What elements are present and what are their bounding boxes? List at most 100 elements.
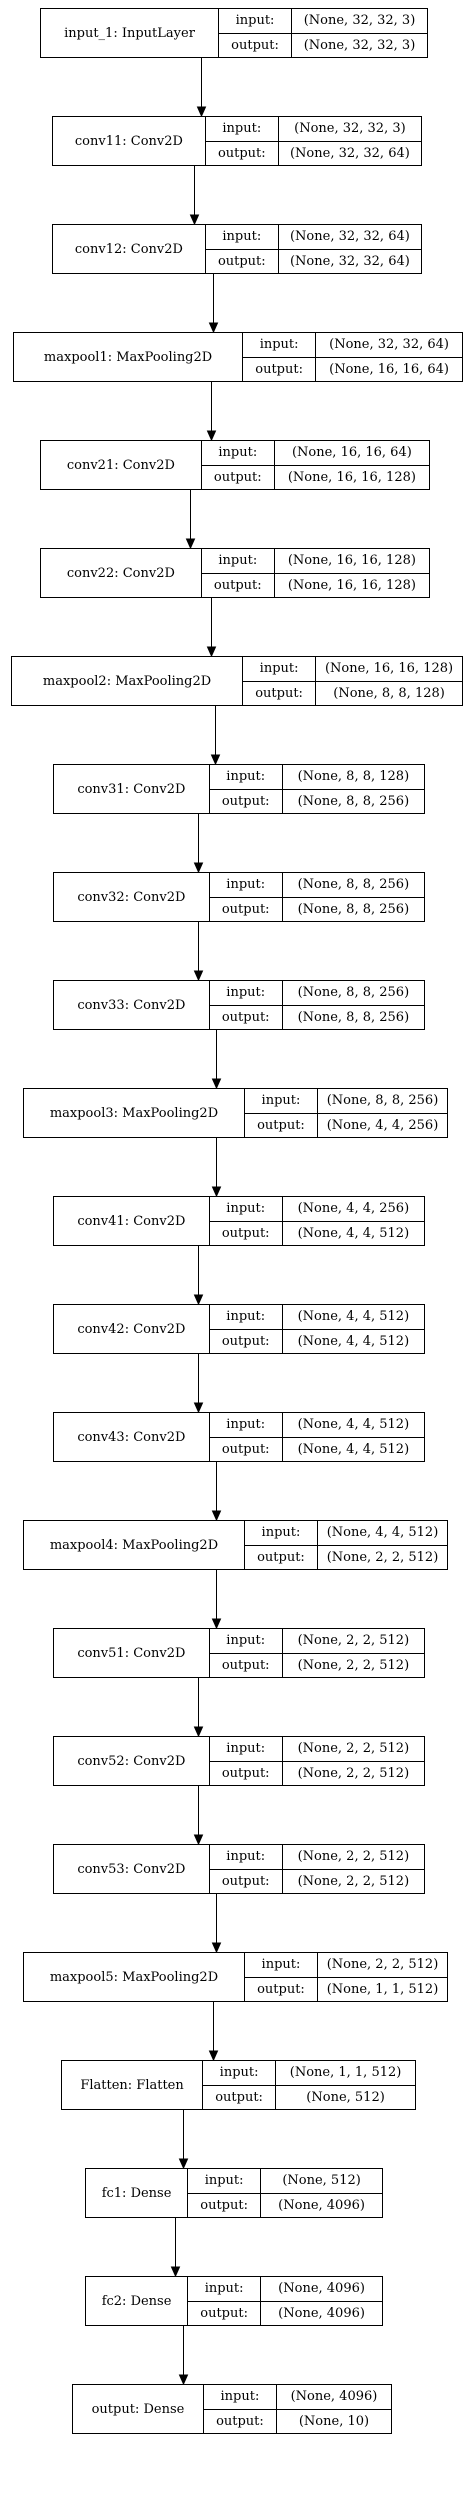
output-row: output:(None, 4, 4, 256)	[244, 1112, 447, 1137]
arrowhead-icon	[211, 1078, 222, 1090]
input-row: input:(None, 32, 32, 64)	[243, 333, 462, 357]
input-shape: (None, 32, 32, 64)	[289, 229, 410, 245]
output-shape: (None, 8, 8, 256)	[297, 793, 410, 809]
output-row: output:(None, 16, 16, 128)	[201, 572, 429, 597]
input-shape: (None, 2, 2, 512)	[326, 1957, 439, 1973]
output-shape: (None, 8, 8, 256)	[297, 1009, 410, 1025]
input-label: input:	[210, 1197, 283, 1221]
output-shape: (None, 4096)	[278, 2305, 365, 2321]
layer-name: conv22: Conv2D	[41, 549, 202, 597]
input-shape: (None, 32, 32, 3)	[294, 121, 406, 137]
output-shape: (None, 8, 8, 256)	[297, 901, 410, 917]
output-label: output:	[243, 681, 317, 705]
output-shape: (None, 16, 16, 64)	[329, 361, 449, 377]
arrowhead-icon	[211, 1186, 222, 1198]
input-row: input:(None, 16, 16, 128)	[243, 657, 462, 681]
output-row: output: (None, 32, 32, 3)	[219, 32, 427, 57]
layer-name: maxpool2: MaxPooling2D	[12, 657, 244, 705]
input-shape: (None, 4, 4, 512)	[326, 1525, 439, 1541]
output-shape: (None, 32, 32, 3)	[303, 37, 416, 53]
input-row: input:(None, 2, 2, 512)	[210, 1629, 424, 1653]
input-row: input:(None, 1, 1, 512)	[203, 2061, 415, 2085]
output-row: output:(None, 32, 32, 64)	[205, 140, 421, 165]
input-shape: (None, 8, 8, 256)	[297, 877, 410, 893]
layer-name: maxpool1: MaxPooling2D	[14, 333, 244, 381]
input-label: input:	[243, 657, 317, 681]
output-label: output:	[219, 33, 293, 57]
output-row: output:(None, 4, 4, 512)	[209, 1436, 424, 1461]
output-label: output:	[243, 357, 317, 381]
output-label: output:	[206, 141, 279, 165]
layer-name: conv11: Conv2D	[53, 117, 206, 165]
arrowhead-icon	[196, 106, 207, 118]
output-shape: (None, 2, 2, 512)	[297, 1657, 410, 1673]
output-row: output:(None, 1, 1, 512)	[244, 1976, 447, 2001]
output-row: output:(None, 8, 8, 256)	[209, 788, 424, 813]
input-label: input:	[210, 981, 283, 1005]
input-row: input:(None, 2, 2, 512)	[210, 1845, 424, 1869]
output-row: output: (None, 8, 8, 128)	[243, 680, 462, 705]
layer-name: output: Dense	[73, 2385, 204, 2433]
input-label: input:	[206, 225, 279, 249]
output-row: output:(None, 10)	[203, 2408, 391, 2433]
arrowhead-icon	[206, 430, 217, 442]
output-label: output:	[210, 1869, 283, 1893]
output-row: output:(None, 8, 8, 256)	[209, 896, 424, 921]
input-shape: (None, 4, 4, 256)	[297, 1201, 410, 1217]
input-label: input:	[204, 2385, 277, 2409]
layer-name: Flatten: Flatten	[62, 2061, 204, 2109]
output-row: output:(None, 4, 4, 512)	[209, 1328, 424, 1353]
output-row: output:(None, 16, 16, 128)	[201, 464, 429, 489]
layer-name: conv32: Conv2D	[54, 873, 210, 921]
input-row: input:(None, 4, 4, 512)	[210, 1413, 424, 1437]
arrowhead-icon	[185, 538, 196, 550]
layer-name: fc1: Dense	[86, 2169, 189, 2217]
input-shape: (None, 16, 16, 128)	[287, 553, 416, 569]
input-row: input:(None, 4096)	[204, 2385, 391, 2409]
layer-name: conv33: Conv2D	[54, 981, 210, 1029]
input-shape: (None, 32, 32, 3)	[303, 13, 416, 29]
input-shape: (None, 2, 2, 512)	[297, 1741, 410, 1757]
input-shape: (None, 512)	[282, 2173, 361, 2189]
arrowhead-icon	[193, 970, 204, 982]
layer-name: maxpool3: MaxPooling2D	[24, 1089, 245, 1137]
output-row: output:(None, 2, 2, 512)	[244, 1544, 447, 1569]
input-label: input:	[245, 1089, 318, 1113]
output-shape: (None, 4, 4, 256)	[326, 1117, 439, 1133]
arrowhead-icon	[193, 1834, 204, 1846]
output-row: output:(None, 32, 32, 64)	[205, 248, 421, 273]
output-label: output:	[245, 1545, 318, 1569]
layer-name: conv21: Conv2D	[41, 441, 202, 489]
input-row: input:(None, 4096)	[188, 2277, 382, 2301]
layer-name: maxpool5: MaxPooling2D	[24, 1953, 245, 2001]
input-row: input:(None, 16, 16, 128)	[202, 549, 429, 573]
input-label: input:	[202, 441, 275, 465]
input-row: input:(None, 4, 4, 512)	[245, 1521, 447, 1545]
arrowhead-icon	[211, 1618, 222, 1630]
output-shape: (None, 16, 16, 128)	[287, 577, 416, 593]
input-label: input:	[210, 1737, 283, 1761]
output-shape: (None, 16, 16, 128)	[287, 469, 416, 485]
output-row: output:(None, 8, 8, 256)	[209, 1004, 424, 1029]
input-label: input:	[210, 1845, 283, 1869]
arrowhead-icon	[178, 2158, 189, 2170]
output-shape: (None, 8, 8, 128)	[333, 685, 445, 701]
output-label: output:	[245, 1977, 318, 2001]
output-row: output:(None, 2, 2, 512)	[209, 1652, 424, 1677]
input-label: input:	[210, 1629, 283, 1653]
input-label: input:	[206, 117, 279, 141]
input-label: input:	[245, 1953, 318, 1977]
